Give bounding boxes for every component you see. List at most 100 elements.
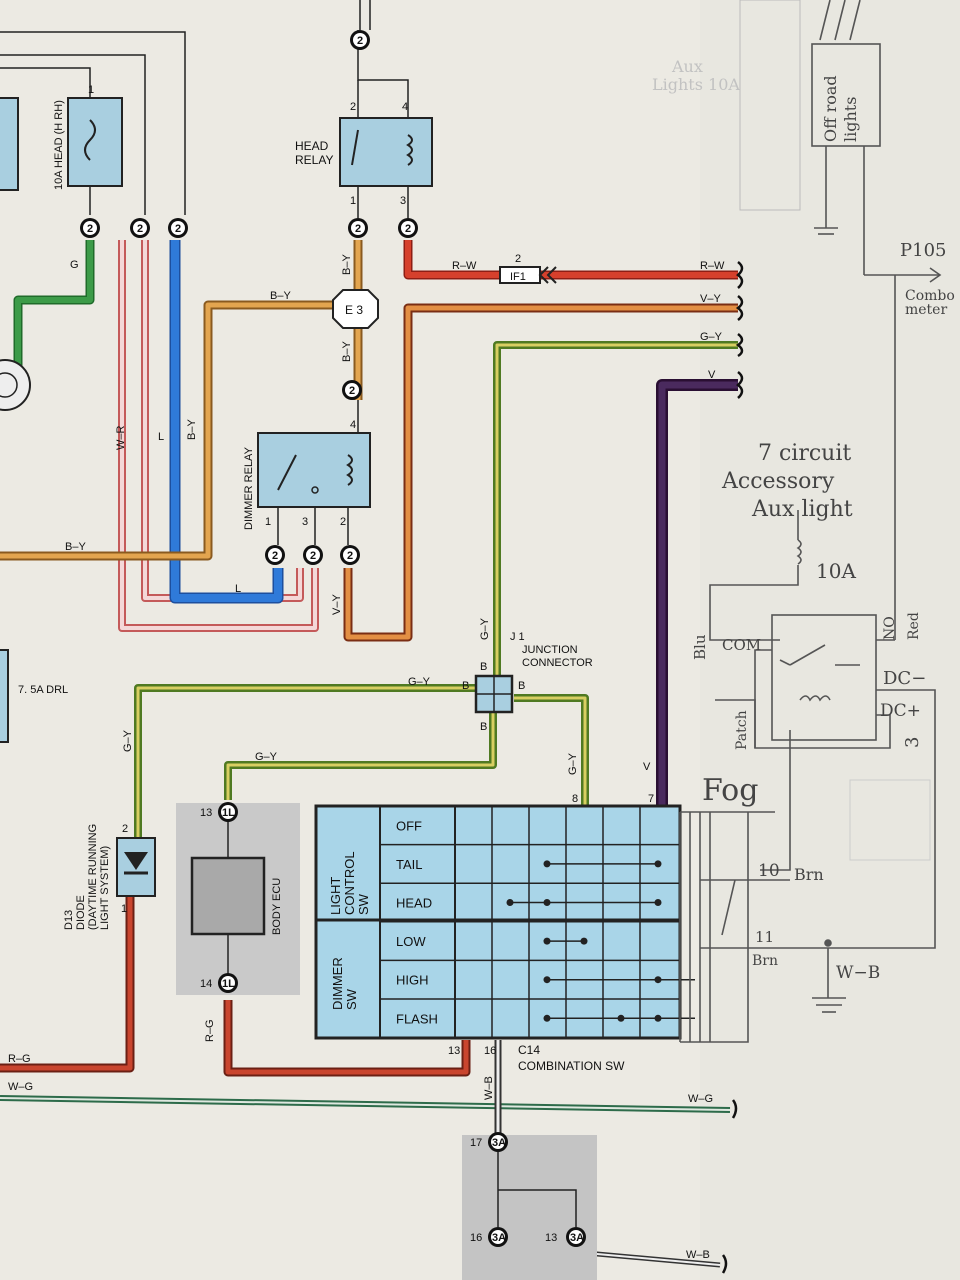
light-control-sw-label: LIGHTCONTROLSW bbox=[328, 851, 371, 915]
fuse-10a-head bbox=[67, 97, 123, 187]
wire-label-by: B–Y bbox=[341, 341, 353, 362]
pin-label: 7 bbox=[648, 793, 654, 805]
wire-label-rg: R–G bbox=[204, 1019, 216, 1042]
blu-text: Blu bbox=[691, 634, 709, 660]
wire-gy bbox=[134, 341, 738, 838]
e3-label: E 3 bbox=[345, 303, 363, 317]
wire-label-g: G bbox=[70, 259, 79, 271]
switch-contact-dot bbox=[654, 860, 662, 868]
switch-contact-dot bbox=[654, 976, 662, 984]
dimmer-relay bbox=[257, 432, 371, 508]
handwritten-additions bbox=[679, 0, 942, 1043]
pin-label: 17 bbox=[470, 1137, 482, 1149]
fog-text: Fog bbox=[702, 773, 758, 808]
svg-text:1L: 1L bbox=[222, 978, 235, 990]
svg-text:1L: 1L bbox=[222, 807, 235, 819]
svg-text:2: 2 bbox=[357, 35, 363, 47]
connector-1l: 1L bbox=[218, 973, 238, 993]
pin-label: 16 bbox=[484, 1045, 496, 1057]
drl-fuse-label: 7. 5A DRL bbox=[18, 684, 68, 696]
wire-wg bbox=[0, 1095, 731, 1113]
wire-label-gy: G–Y bbox=[255, 751, 278, 763]
head-relay bbox=[339, 117, 433, 187]
connector-3a: 3A bbox=[488, 1132, 508, 1152]
wire-label-gy: G–Y bbox=[700, 331, 723, 343]
wire-label-by: B–Y bbox=[65, 541, 86, 553]
switch-contact-dot bbox=[543, 860, 551, 868]
switch-contact-dot bbox=[654, 899, 662, 906]
switch-row-high: HIGH bbox=[396, 973, 429, 988]
wire-v bbox=[656, 379, 738, 812]
dc-plus-text: DC+ bbox=[880, 701, 921, 721]
fuse-10a-text: 10A bbox=[816, 559, 856, 583]
svg-text:3A: 3A bbox=[570, 1232, 584, 1244]
wire-l bbox=[169, 240, 284, 604]
wire-label-rg: R–G bbox=[8, 1053, 31, 1065]
com-text: COM bbox=[722, 636, 761, 654]
svg-text:3A: 3A bbox=[492, 1232, 506, 1244]
e3-junction bbox=[332, 289, 379, 329]
pin-label: 1 bbox=[265, 516, 271, 528]
pin-label: 3 bbox=[400, 195, 406, 207]
switch-row-tail: TAIL bbox=[396, 857, 423, 872]
pin-label: 8 bbox=[572, 793, 578, 805]
pin-b: B bbox=[480, 661, 487, 673]
pin-label: 13 bbox=[448, 1045, 460, 1057]
svg-text:2: 2 bbox=[87, 223, 93, 235]
frame-wires bbox=[0, 0, 371, 215]
three-text: 3 bbox=[902, 737, 923, 748]
wire-label-v: V bbox=[708, 369, 716, 381]
wire-label-wb: W–B bbox=[483, 1076, 495, 1100]
pin-label: 2 bbox=[340, 516, 346, 528]
pin-b: B bbox=[518, 680, 525, 692]
patch-text: Patch bbox=[734, 710, 750, 750]
brn-text: Brn bbox=[794, 865, 824, 884]
connector-1l: 1L bbox=[218, 802, 238, 822]
switch-row-head: HEAD bbox=[396, 896, 432, 911]
connector-3a-panel bbox=[462, 1135, 597, 1280]
pin-label: 13 bbox=[545, 1232, 557, 1244]
wire-label-gy: G–Y bbox=[567, 752, 579, 775]
svg-text:2: 2 bbox=[272, 550, 278, 562]
wire-rg bbox=[0, 895, 471, 1077]
wire-label-l: L bbox=[235, 583, 241, 595]
pin-label: 1 bbox=[350, 195, 356, 207]
switch-contact-dot bbox=[543, 899, 551, 906]
pin-label: 16 bbox=[470, 1232, 482, 1244]
switch-row-off: OFF bbox=[396, 818, 422, 833]
brn-text: Brn bbox=[752, 953, 778, 969]
wire-label-l: L bbox=[158, 431, 164, 443]
wire-label-gy: G–Y bbox=[408, 676, 431, 688]
switch-contact-dot bbox=[543, 937, 551, 945]
svg-text:2: 2 bbox=[137, 223, 143, 235]
wire-label-gy: G–Y bbox=[122, 729, 134, 752]
switch-contact-dot bbox=[506, 899, 514, 906]
svg-text:2: 2 bbox=[310, 550, 316, 562]
ten-text: 10 bbox=[758, 861, 780, 881]
if1-label: IF1 bbox=[510, 271, 526, 283]
connector-2-group: 2 2 2 2 2 2 2 2 2 2 bbox=[80, 30, 418, 565]
drl-fuse-box bbox=[0, 649, 9, 743]
d13-label: D13DIODE(DAYTIME RUNNINGLIGHT SYSTEM) bbox=[63, 824, 111, 930]
dc-minus-text: DC− bbox=[883, 668, 926, 689]
wire-label-wb: W–B bbox=[686, 1249, 710, 1261]
switch-contact-dot bbox=[654, 1014, 662, 1022]
body-ecu-label: BODY ECU bbox=[271, 878, 283, 935]
svg-text:2: 2 bbox=[405, 223, 411, 235]
no-text: NO bbox=[882, 616, 898, 640]
pin-label: 3 bbox=[302, 516, 308, 528]
right-connector-brackets bbox=[721, 261, 744, 1274]
wire-label-vy: V–Y bbox=[700, 293, 721, 305]
red-text: Red bbox=[906, 612, 922, 640]
pin-label: 14 bbox=[200, 978, 212, 990]
eleven-text: 11 bbox=[755, 928, 774, 946]
combination-switch-table: LIGHTCONTROLSW DIMMERSW OFFTAILHEADLOWHI… bbox=[314, 804, 695, 1040]
wire-label-by: B–Y bbox=[186, 419, 198, 440]
connector-3a: 3A bbox=[488, 1227, 508, 1247]
wire-label-rw: R–W bbox=[452, 260, 477, 272]
pin-label: 2 bbox=[350, 101, 356, 113]
pin-label: 13 bbox=[200, 807, 212, 819]
